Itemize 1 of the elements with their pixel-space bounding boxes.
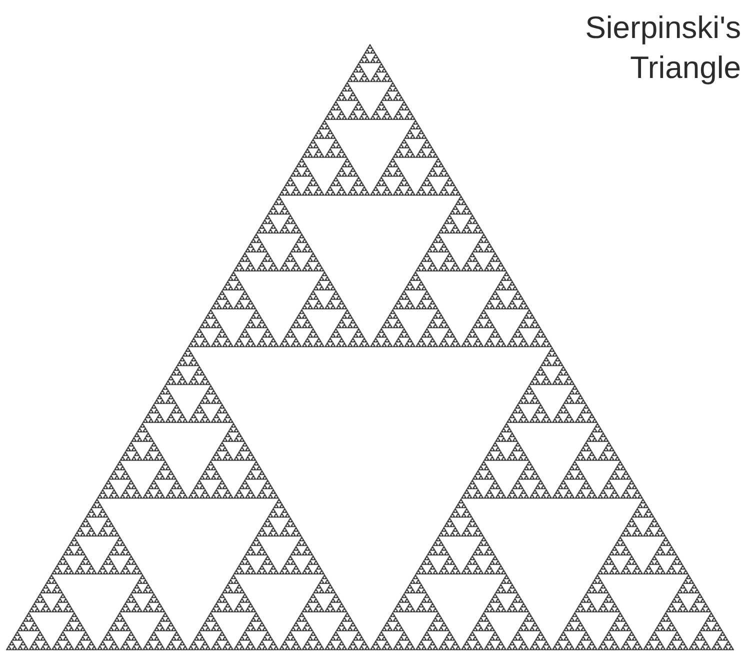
title: Sierpinski's Triangle — [584, 9, 741, 87]
